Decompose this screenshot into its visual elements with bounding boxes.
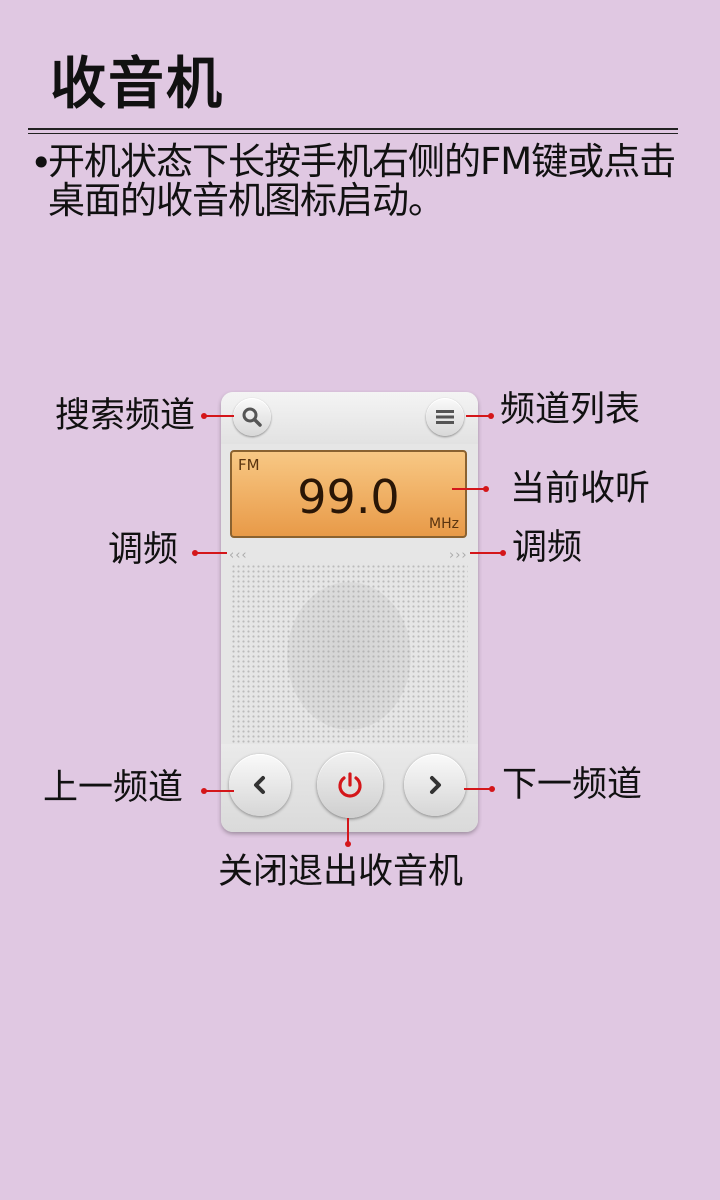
callout-line [204, 790, 234, 792]
bullet-marker: • [30, 141, 53, 185]
callout-dot [488, 413, 494, 419]
tune-down-control[interactable]: ‹‹‹ [229, 548, 248, 563]
search-icon [242, 407, 262, 427]
chevron-left-icon [254, 776, 265, 794]
previous-channel-button[interactable] [229, 754, 291, 816]
search-channel-button[interactable] [233, 398, 271, 436]
list-icon [436, 410, 454, 424]
frequency-unit: MHz [429, 516, 459, 532]
callout-exit-radio: 关闭退出收音机 [218, 852, 464, 892]
speaker-cone [287, 582, 411, 730]
frequency-display: FM 99.0 MHz [230, 450, 467, 538]
channel-list-button[interactable] [426, 398, 464, 436]
callout-next-channel: 下一频道 [502, 765, 643, 805]
tune-up-control[interactable]: ››› [449, 548, 468, 563]
title-divider [28, 128, 678, 134]
callout-line [470, 552, 504, 554]
callout-line [347, 818, 349, 844]
description-text: 开机状态下长按手机右侧的FM键或点击桌面的收音机图标启动。 [48, 140, 676, 222]
callout-line [204, 415, 234, 417]
band-label: FM [238, 456, 260, 474]
chevron-right-icon [430, 776, 441, 794]
callout-line [195, 552, 227, 554]
callout-line [452, 488, 486, 490]
frequency-value: 99.0 [297, 470, 400, 524]
callout-line [466, 415, 492, 417]
speaker-grille [231, 564, 468, 744]
callout-dot [489, 786, 495, 792]
callout-current-station: 当前收听 [510, 469, 651, 509]
radio-app-screenshot: FM 99.0 MHz ‹‹‹ ››› [221, 392, 478, 832]
power-button[interactable] [317, 752, 383, 818]
callout-search-channel: 搜索频道 [55, 396, 196, 436]
callout-tune-left: 调频 [108, 530, 179, 570]
power-icon [338, 772, 362, 798]
callout-dot [483, 486, 489, 492]
callout-tune-right: 调频 [512, 528, 583, 568]
page-title: 收音机 [50, 52, 224, 117]
callout-line [464, 788, 492, 790]
callout-channel-list: 频道列表 [500, 390, 641, 430]
next-channel-button[interactable] [404, 754, 466, 816]
callout-previous-channel: 上一频道 [43, 768, 184, 808]
callout-dot [345, 841, 351, 847]
callout-dot [500, 550, 506, 556]
